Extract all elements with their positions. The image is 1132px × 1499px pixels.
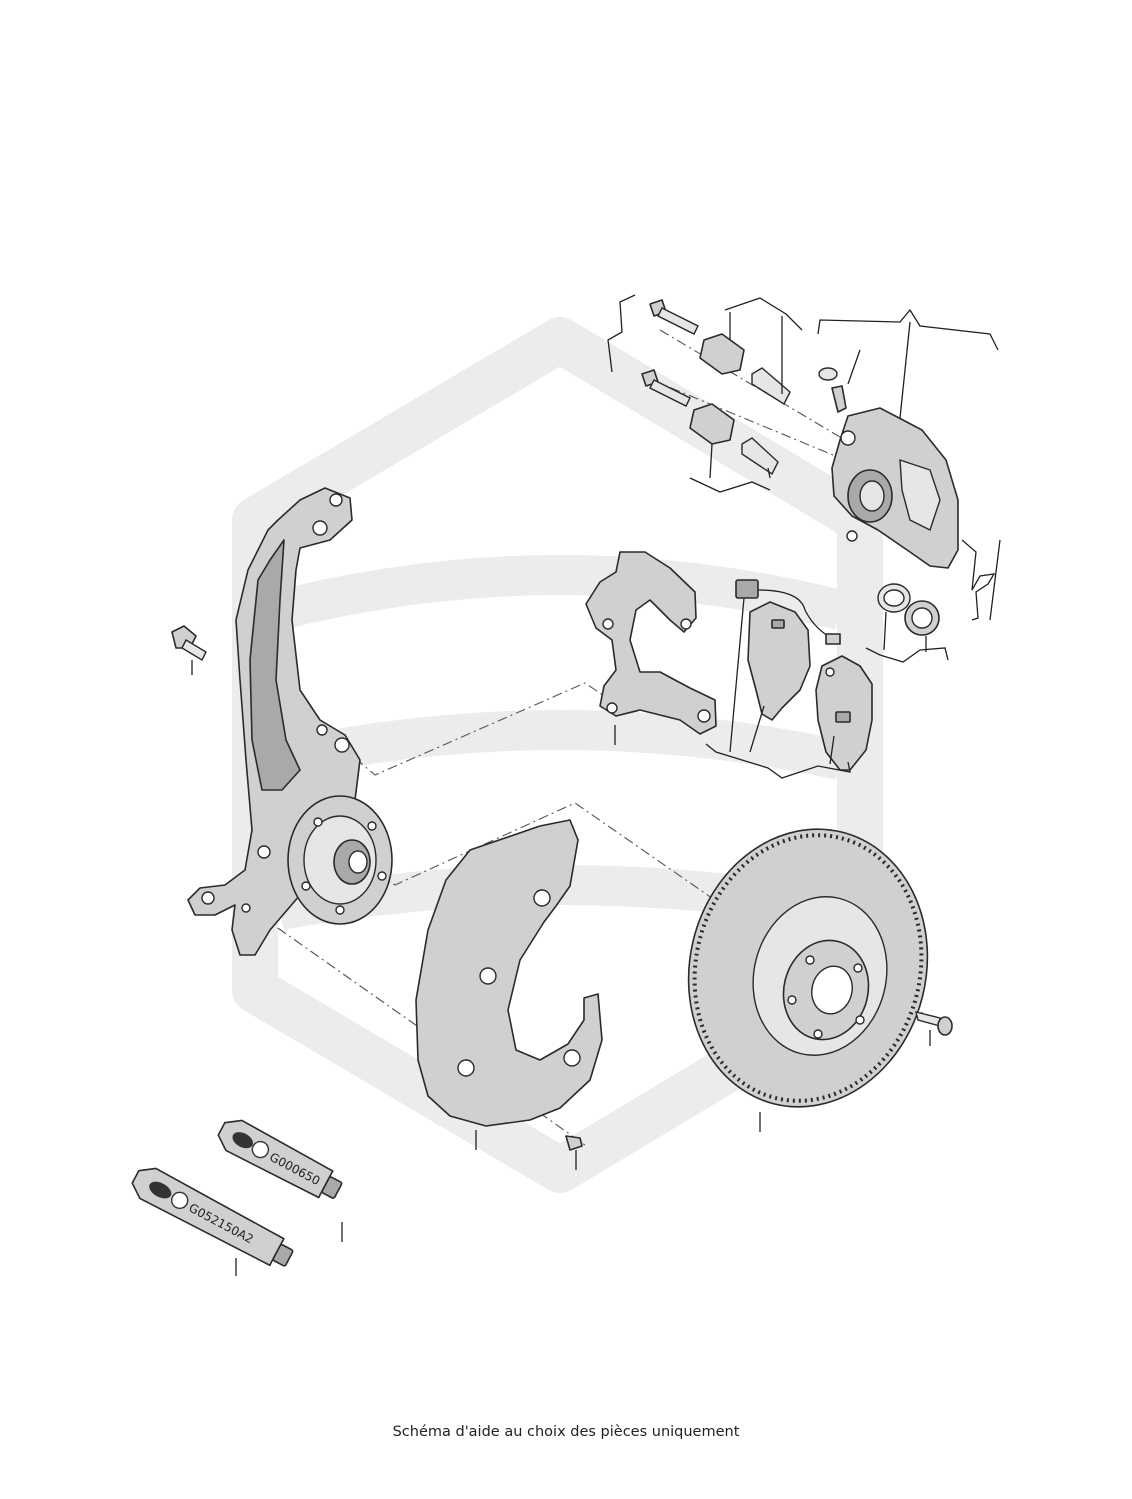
splash-shield (415, 819, 603, 1150)
brake-disc (687, 828, 929, 1132)
disc-screw (915, 1011, 953, 1046)
grease-tube-2: G052150A2 (131, 1167, 294, 1276)
brake-pad-inner (747, 601, 811, 721)
brake-pad-outer (815, 655, 873, 771)
bushing-upper (699, 333, 791, 406)
knuckle-bolt (171, 625, 207, 675)
bleed-screw (818, 367, 847, 413)
guide-bolt-lower (641, 369, 691, 407)
steering-knuckle (187, 487, 393, 956)
anti-rattle-spring (961, 539, 996, 621)
brake-caliper (831, 407, 959, 569)
caliper-carrier (585, 551, 717, 745)
guide-bolt-upper (649, 299, 699, 335)
wear-sensor (735, 579, 841, 645)
shield-bolt (565, 1135, 583, 1170)
caption-text: Schéma d'aide au choix des pièces unique… (392, 1424, 740, 1440)
dust-boot (904, 600, 940, 636)
piston-seal (877, 583, 911, 613)
bushing-lower (689, 403, 779, 476)
leader-brackets (607, 294, 1001, 779)
